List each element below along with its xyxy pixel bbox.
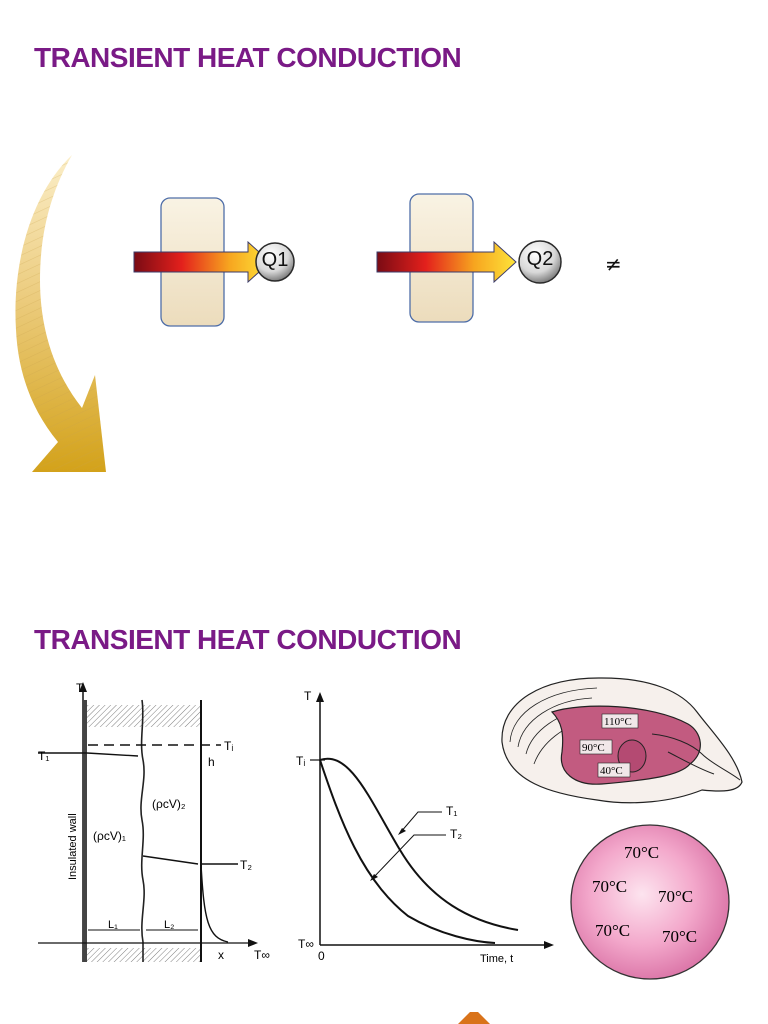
- slide-title: TRANSIENT HEAT CONDUCTION: [34, 624, 462, 655]
- heat-flow-diagram-1: Q1: [130, 195, 295, 330]
- axis-label-t: T: [76, 681, 84, 695]
- label-l2: L₂: [164, 919, 174, 931]
- roast-temp-center: 40°C: [600, 765, 623, 777]
- label-h: h: [208, 755, 215, 769]
- label-t-inf: T∞: [254, 948, 270, 962]
- flow-label-q2: Q2: [526, 248, 554, 270]
- label-origin: 0: [318, 949, 325, 963]
- sphere-temp-left: 70°C: [592, 877, 627, 896]
- wall-temperature-diagram: T₁ T Tᵢ h T₂ T∞ x (ρcV)₁ (ρcV)₂ L₁ L₂ In…: [28, 680, 273, 970]
- label-t2: T₂: [240, 858, 252, 872]
- sphere-temp-bottom-right: 70°C: [662, 927, 697, 946]
- x-axis-label: Time, t: [480, 953, 513, 965]
- not-equal-sign: ≠: [605, 252, 622, 276]
- flow-label-q1: Q1: [261, 249, 289, 271]
- label-t1: T₁: [446, 804, 457, 818]
- sphere-temp-top: 70°C: [624, 843, 659, 862]
- label-t2: T₂: [450, 827, 462, 841]
- cooling-curves-diagram: Tᵢ T T∞ 0 Time, t T₁ T₂: [290, 689, 555, 970]
- label-region1: (ρcV)₁: [93, 829, 126, 843]
- label-insulated-wall: Insulated wall: [67, 813, 79, 880]
- heat-flow-diagram-2: Q2: [374, 192, 574, 327]
- sphere-temp-right: 70°C: [658, 887, 693, 906]
- curved-arrow-icon: [15, 155, 107, 472]
- label-t-inf: T∞: [298, 937, 314, 951]
- uniform-temperature-sphere: 70°C 70°C 70°C 70°C 70°C: [568, 822, 734, 982]
- sphere-temp-bottom-left: 70°C: [595, 921, 630, 940]
- axis-label-t: T: [304, 690, 312, 703]
- roast-temp-middle: 90°C: [582, 742, 605, 754]
- label-ti: Tᵢ: [296, 754, 305, 768]
- label-x: x: [218, 948, 224, 962]
- label-t1: T₁: [38, 749, 49, 763]
- roast-temp-outer: 110°C: [604, 716, 632, 728]
- partial-arrow-icon: [458, 1012, 490, 1024]
- label-ti: Tᵢ: [224, 739, 233, 753]
- label-region2: (ρcV)₂: [152, 797, 186, 811]
- label-l1: L₁: [108, 919, 118, 931]
- slide-title: TRANSIENT HEAT CONDUCTION: [34, 42, 462, 73]
- roast-meat-illustration: 110°C 90°C 40°C: [492, 672, 748, 822]
